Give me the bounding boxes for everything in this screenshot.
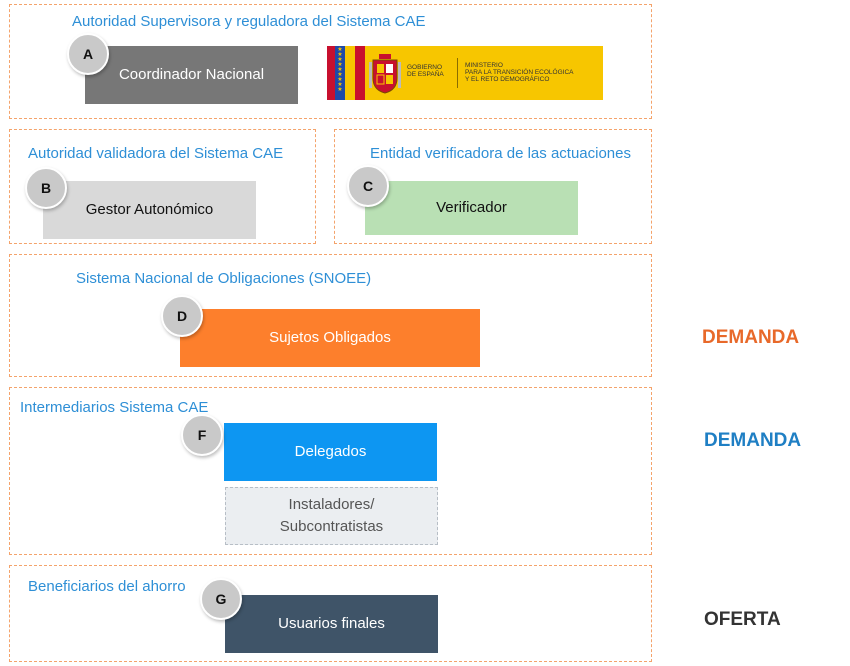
instaladores-line2: Subcontratistas xyxy=(279,518,384,535)
verificador-box: Verificador xyxy=(365,181,578,235)
snoee-section xyxy=(9,254,652,377)
oferta-label: OFERTA xyxy=(704,609,781,630)
validator-title: Autoridad validadora del Sistema CAE xyxy=(28,145,284,162)
supervisor-title: Autoridad Supervisora y reguladora del S… xyxy=(72,13,426,30)
beneficiaries-title: Beneficiarios del ahorro xyxy=(28,578,186,595)
delegados-box: Delegados xyxy=(224,423,437,481)
validator-section xyxy=(9,129,316,244)
government-logo: ★★★★★★★★★ GOBIERNO DE ESPAÑA MINISTERIO … xyxy=(327,46,603,100)
logo-transicion-text: PARA LA TRANSICIÓN ECOLÓGICA xyxy=(465,69,574,76)
badge-f: F xyxy=(181,414,223,456)
beneficiaries-section xyxy=(9,565,652,662)
demanda-label-orange: DEMANDA xyxy=(702,327,800,348)
instaladores-box: Instaladores/ Subcontratistas xyxy=(225,487,438,545)
instaladores-line1: Instaladores/ xyxy=(288,496,375,513)
badge-b: B xyxy=(25,167,67,209)
verifier-title: Entidad verificadora de las actuaciones xyxy=(370,145,631,162)
usuarios-finales-box: Usuarios finales xyxy=(225,595,438,653)
logo-gobierno-text: GOBIERNO xyxy=(407,64,443,71)
badge-a: A xyxy=(67,33,109,75)
verifier-section xyxy=(334,129,652,244)
logo-espana-text: DE ESPAÑA xyxy=(407,71,444,78)
badge-g: G xyxy=(200,578,242,620)
badge-c: C xyxy=(347,165,389,207)
snoee-title: Sistema Nacional de Obligaciones (SNOEE) xyxy=(76,270,372,287)
coat-of-arms-icon xyxy=(369,54,401,94)
supervisor-section xyxy=(9,4,652,119)
intermediaries-title: Intermediarios Sistema CAE xyxy=(20,399,209,416)
demanda-label-blue: DEMANDA xyxy=(704,430,802,451)
logo-reto-text: Y EL RETO DEMOGRÁFICO xyxy=(465,76,550,83)
gestor-autonomico-box: Gestor Autonómico xyxy=(43,181,256,239)
intermediaries-section xyxy=(9,387,652,555)
badge-d: D xyxy=(161,295,203,337)
sujetos-obligados-box: Sujetos Obligados xyxy=(180,309,480,367)
logo-ministerio-text: MINISTERIO xyxy=(465,62,503,69)
coordinador-nacional-box: Coordinador Nacional xyxy=(85,46,298,104)
